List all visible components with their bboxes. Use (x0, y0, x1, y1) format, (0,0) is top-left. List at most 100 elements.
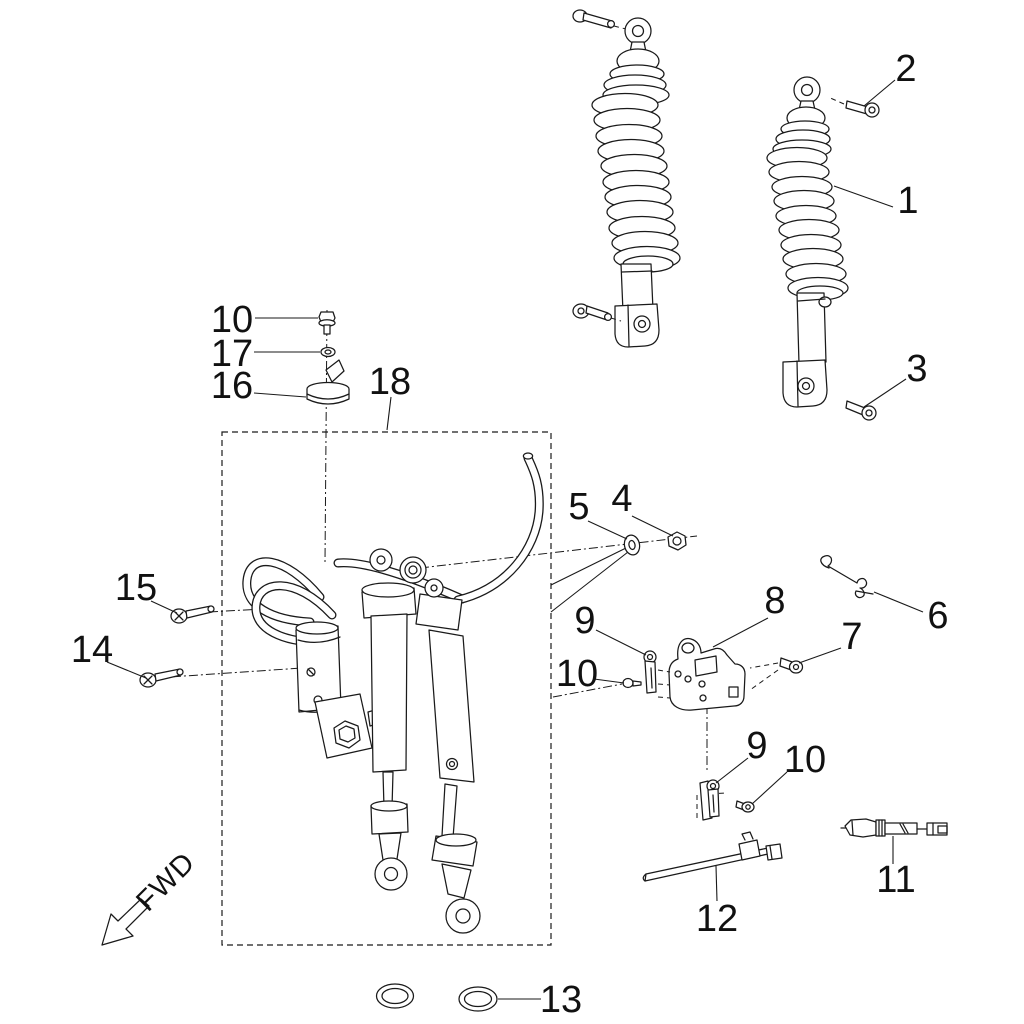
cap-tab (325, 359, 345, 383)
leader-8 (712, 617, 769, 648)
leader-7 (798, 647, 842, 664)
cross-hose (333, 558, 467, 604)
upper-mount-bushing-hole (408, 565, 418, 575)
bolt-tip (176, 668, 184, 676)
hose-end-cap (522, 452, 534, 460)
damper-cylinder (428, 629, 475, 783)
bolt-head-socket (745, 804, 751, 810)
center-line-bracket-bolt (552, 683, 623, 698)
bolt-14 (139, 668, 184, 688)
leader-6 (873, 591, 924, 613)
fwd-arrow (101, 898, 150, 946)
callout-10-top: 10 (211, 299, 253, 341)
fit-outline (696, 792, 726, 818)
top-eyelet-hole (800, 83, 814, 97)
callout-3: 3 (906, 348, 927, 390)
projection-line (550, 551, 629, 613)
damper-collar-top (361, 582, 415, 598)
callout-5: 5 (568, 486, 589, 528)
cross-hose-fill (334, 559, 466, 603)
reservoir-top (295, 621, 339, 635)
clevis-edge (796, 360, 799, 407)
callout-12: 12 (696, 898, 738, 940)
leader-3 (863, 378, 907, 408)
fit-line (657, 669, 671, 673)
coil-spring (766, 146, 849, 300)
callout-1: 1 (897, 180, 918, 222)
leader-5 (587, 520, 628, 540)
bleed-screw-inner (448, 760, 456, 768)
assembly-boundary-box (221, 431, 552, 946)
hook-slot (712, 794, 715, 813)
tie-clip (738, 839, 761, 861)
cap-band (306, 393, 350, 400)
long-hose (453, 452, 544, 605)
fit-line (657, 683, 671, 686)
body-band (797, 298, 826, 302)
bolt-axis (827, 96, 845, 105)
hose-loop-fill (243, 558, 324, 626)
bolt-head-cross (174, 611, 184, 621)
bolt-tip (603, 312, 613, 322)
rod-taper (441, 863, 472, 899)
washer-17-hole (324, 349, 332, 355)
damper-collar (415, 593, 463, 631)
callout-7: 7 (841, 616, 862, 658)
bracket-slot (728, 686, 739, 698)
center-line-bolt-14 (154, 667, 303, 679)
piston-rod (441, 783, 458, 839)
leader-18 (386, 396, 392, 431)
cap-body (306, 389, 350, 405)
shock-absorber-right (766, 76, 849, 408)
callout-9-lower: 9 (746, 725, 767, 767)
cap-bolt-shaft (323, 324, 331, 335)
plug-detail (851, 820, 854, 836)
clevis-edge (627, 304, 630, 347)
fit-line (749, 669, 779, 691)
rod-collar-top (435, 833, 477, 847)
suspension-unit-assembly (242, 452, 544, 934)
bolt-10-bracket (622, 677, 642, 689)
fitting-bolt-cross (307, 668, 315, 676)
leader-10-lower (751, 771, 788, 805)
pin-head-hole (792, 663, 800, 671)
bolt-2 (827, 96, 880, 118)
leader-9 (595, 629, 647, 656)
leader-1 (833, 185, 894, 208)
bolt-3 (845, 400, 877, 421)
hose-loops (242, 557, 337, 647)
coil-spring (591, 92, 681, 271)
bolt-head-socket (868, 106, 876, 114)
hook-9-upper (643, 650, 657, 694)
damper-cylinder (370, 613, 408, 773)
mounting-bracket-8 (657, 637, 746, 711)
center-line-washer-nut (419, 535, 698, 569)
rod-collar-top (370, 800, 408, 812)
upper-mount-bushing-ring (404, 561, 422, 579)
reservoir-cap-group (306, 311, 350, 405)
tie-clip-hook (741, 831, 754, 841)
callout-14: 14 (71, 629, 113, 671)
callout-15: 15 (115, 567, 157, 609)
callout-2: 2 (895, 48, 916, 90)
reservoir-band (297, 636, 341, 644)
top-eyelet-hole (631, 24, 645, 38)
leader-lines (106, 79, 924, 1000)
leader-16 (253, 392, 307, 398)
leader-15 (150, 600, 178, 614)
washer-5 (623, 534, 641, 556)
bolt-head-socket (577, 307, 585, 315)
clevis-hole-inner (801, 381, 811, 391)
upper-mount-hole (376, 555, 386, 565)
leader-4 (631, 515, 674, 537)
bolt-head-cross (143, 675, 153, 685)
lower-eyelet-hole (383, 866, 399, 882)
o-ring-inner (381, 987, 409, 1005)
hose-loop-fill (252, 582, 336, 646)
bracket-rivet (674, 670, 682, 678)
hex-fitting (333, 720, 361, 749)
callout-11: 11 (876, 859, 915, 901)
banjo-fitting-hole (430, 584, 438, 592)
sensor-hatch (902, 823, 909, 834)
